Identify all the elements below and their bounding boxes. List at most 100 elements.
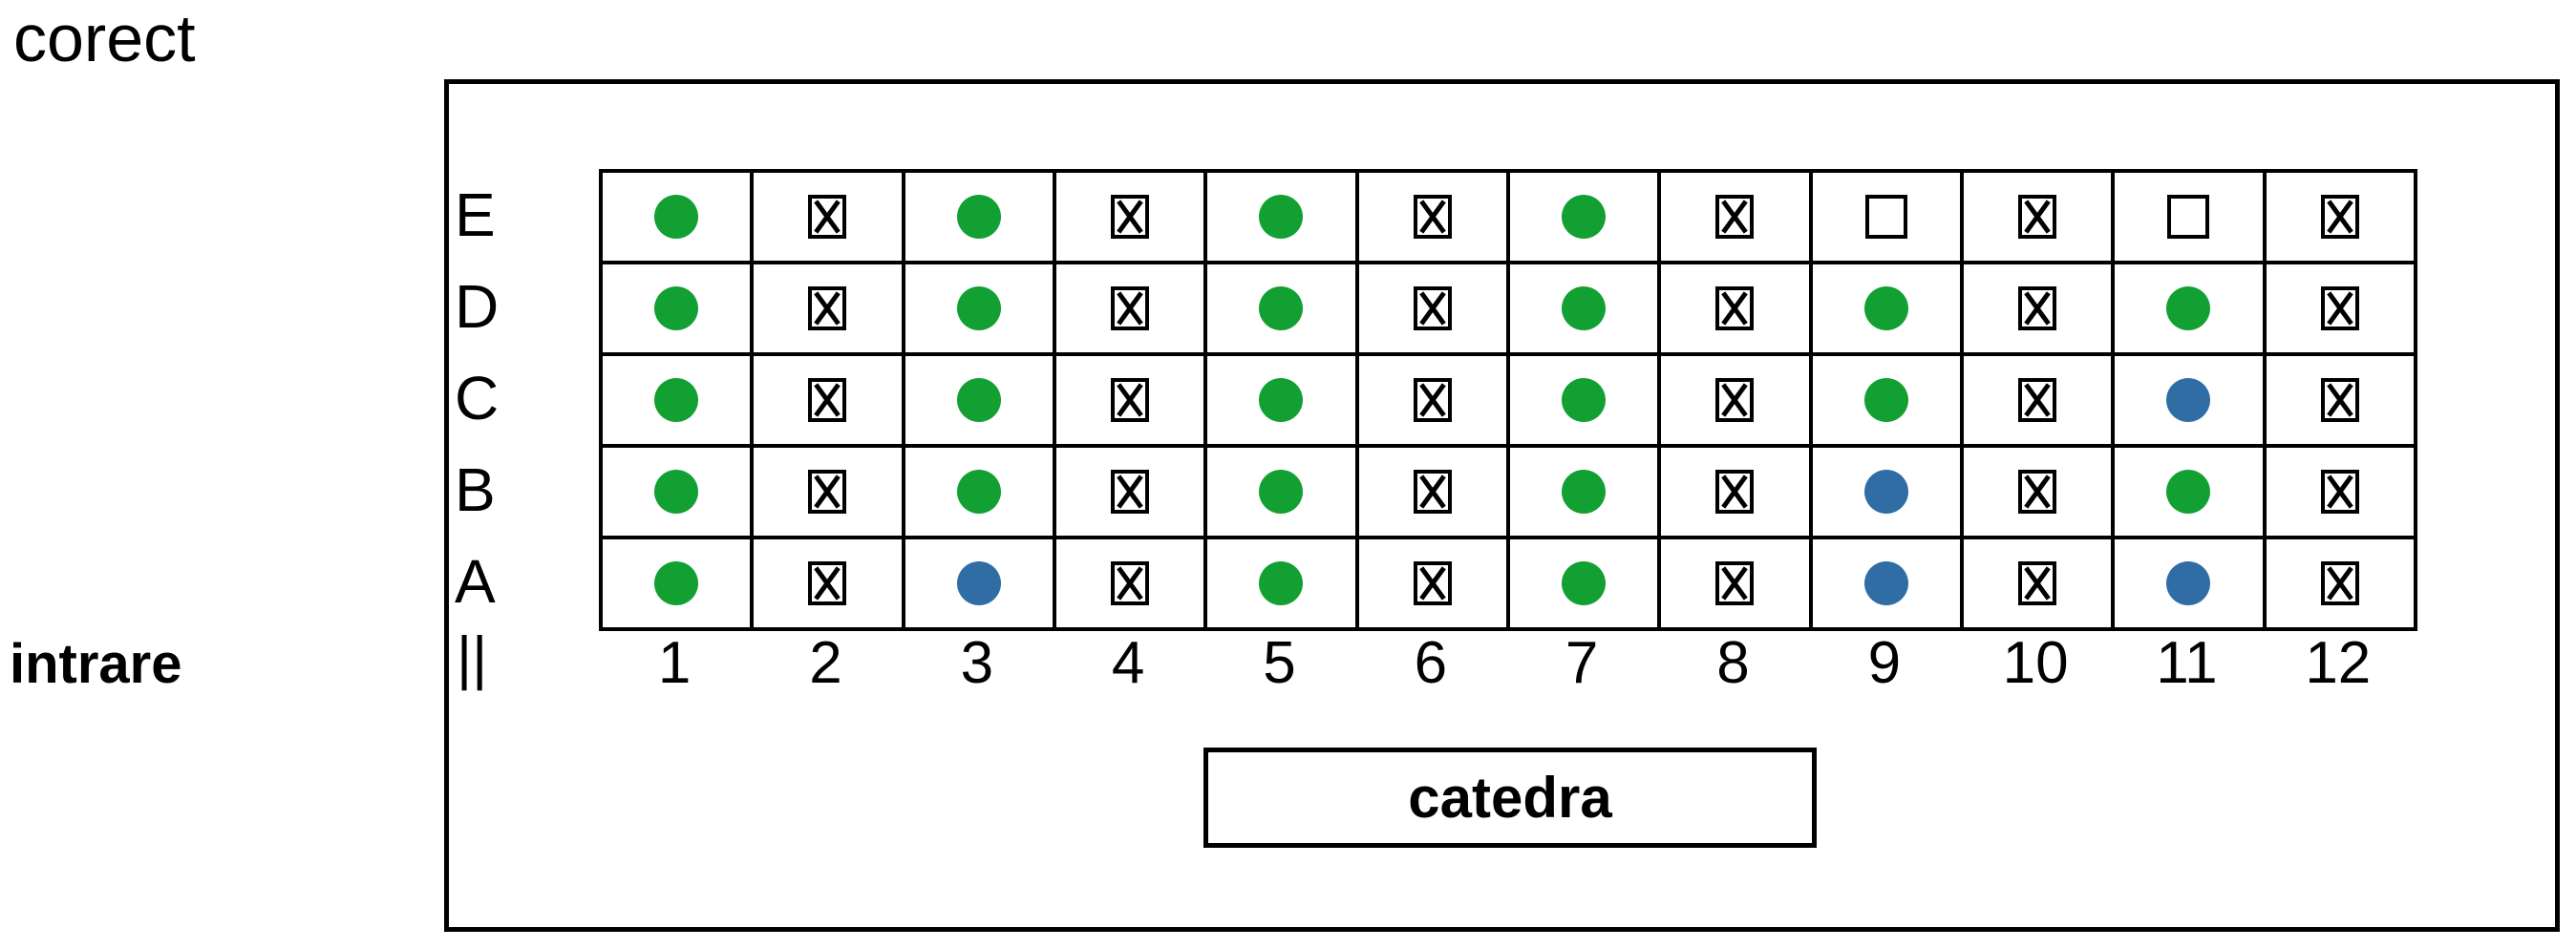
seat-E2 (752, 171, 904, 263)
seat-E12 (2264, 171, 2416, 263)
seat-D6 (1356, 263, 1508, 354)
seat-C10 (1961, 354, 2114, 446)
seat-A7 (1507, 538, 1660, 629)
blue-dot-icon (1863, 470, 1908, 514)
x-box-icon (2018, 561, 2057, 605)
x-box-icon (1715, 561, 1755, 605)
x-box-icon (1413, 470, 1452, 514)
green-dot-icon (956, 286, 1001, 330)
column-number-9: 9 (1867, 630, 1902, 696)
seat-C9 (1810, 354, 1962, 446)
seat-C2 (752, 354, 904, 446)
x-box-icon (2018, 378, 2057, 422)
seat-C4 (1054, 354, 1206, 446)
seat-A11 (2113, 538, 2265, 629)
seat-A12 (2264, 538, 2416, 629)
x-box-icon (2320, 195, 2359, 239)
seat-D3 (903, 263, 1054, 354)
x-box-icon (808, 561, 847, 605)
green-dot-icon (1259, 286, 1304, 330)
blue-dot-icon (2166, 561, 2211, 605)
seat-E1 (601, 171, 753, 263)
green-dot-icon (2166, 286, 2211, 330)
x-box-icon (1715, 378, 1755, 422)
row-label-e: E (455, 180, 496, 249)
green-dot-icon (654, 286, 699, 330)
x-box-icon (2320, 378, 2359, 422)
column-number-8: 8 (1716, 630, 1750, 696)
seat-B6 (1356, 446, 1508, 538)
x-box-icon (808, 470, 847, 514)
seat-E8 (1659, 171, 1811, 263)
blue-dot-icon (2166, 378, 2211, 422)
seat-A4 (1054, 538, 1206, 629)
seat-C12 (2264, 354, 2416, 446)
column-number-10: 10 (2002, 630, 2069, 696)
column-number-7: 7 (1565, 630, 1599, 696)
seat-A9 (1810, 538, 1962, 629)
seat-B12 (2264, 446, 2416, 538)
empty-box-icon (1864, 195, 1907, 239)
x-box-icon (1413, 195, 1452, 239)
x-box-icon (1715, 286, 1755, 330)
seat-B7 (1507, 446, 1660, 538)
column-number-2: 2 (809, 630, 842, 696)
seat-A3 (903, 538, 1054, 629)
seat-grid (599, 169, 2417, 631)
x-box-icon (1111, 286, 1150, 330)
green-dot-icon (956, 470, 1001, 514)
seat-B4 (1054, 446, 1206, 538)
seat-D12 (2264, 263, 2416, 354)
entrance-label: intrare (10, 633, 182, 695)
seat-B10 (1961, 446, 2114, 538)
green-dot-icon (654, 378, 699, 422)
x-box-icon (1111, 561, 1150, 605)
seat-C5 (1205, 354, 1357, 446)
seat-D7 (1507, 263, 1660, 354)
seat-D4 (1054, 263, 1206, 354)
column-number-1: 1 (657, 630, 692, 696)
x-box-icon (1413, 378, 1452, 422)
x-box-icon (1413, 561, 1452, 605)
seat-E7 (1507, 171, 1660, 263)
green-dot-icon (1562, 561, 1607, 605)
x-box-icon (2018, 195, 2057, 239)
green-dot-icon (956, 195, 1001, 239)
seat-C11 (2113, 354, 2265, 446)
x-box-icon (808, 195, 847, 239)
green-dot-icon (956, 378, 1001, 422)
green-dot-icon (1863, 286, 1908, 330)
seat-D9 (1810, 263, 1962, 354)
seat-B2 (752, 446, 904, 538)
x-box-icon (808, 286, 847, 330)
green-dot-icon (654, 561, 699, 605)
blue-dot-icon (1863, 561, 1908, 605)
seat-E11 (2113, 171, 2265, 263)
green-dot-icon (654, 195, 699, 239)
row-label-d: D (455, 272, 500, 341)
x-box-icon (1111, 195, 1150, 239)
x-box-icon (1715, 470, 1755, 514)
seat-E3 (903, 171, 1054, 263)
seat-C1 (601, 354, 753, 446)
seat-B8 (1659, 446, 1811, 538)
x-box-icon (2320, 470, 2359, 514)
blue-dot-icon (956, 561, 1001, 605)
green-dot-icon (1562, 470, 1607, 514)
green-dot-icon (1259, 378, 1304, 422)
x-box-icon (2018, 470, 2057, 514)
column-number-4: 4 (1111, 630, 1145, 696)
seat-D5 (1205, 263, 1357, 354)
seat-C7 (1507, 354, 1660, 446)
column-number-11: 11 (2156, 630, 2218, 696)
green-dot-icon (1562, 378, 1607, 422)
seat-E5 (1205, 171, 1357, 263)
seat-B5 (1205, 446, 1357, 538)
x-box-icon (2320, 561, 2359, 605)
empty-box-icon (2167, 195, 2210, 239)
x-box-icon (1111, 378, 1150, 422)
x-box-icon (2320, 286, 2359, 330)
